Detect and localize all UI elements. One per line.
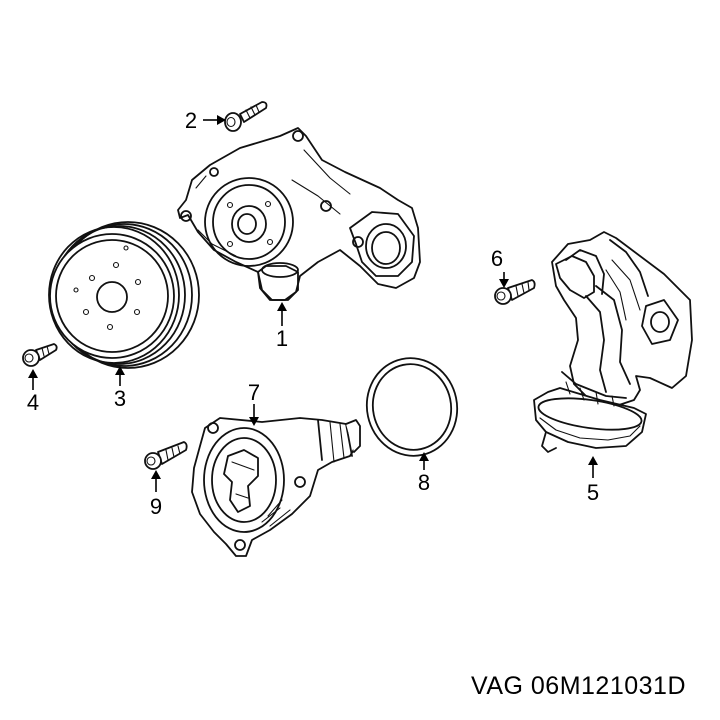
thermostat-housing-part-7 xyxy=(191,417,361,557)
part-number-caption: VAG 06M121031D xyxy=(471,672,686,700)
callout-labels: 2 1 3 4 6 7 8 9 5 xyxy=(27,108,599,519)
bolt-part-4 xyxy=(22,343,58,367)
bolt-part-9 xyxy=(144,441,188,470)
arrowhead-8 xyxy=(419,452,429,461)
o-ring-part-8 xyxy=(365,357,459,457)
callout-1: 1 xyxy=(276,326,288,351)
arrowhead-6 xyxy=(499,279,509,288)
arrowhead-4 xyxy=(28,369,38,378)
callout-3: 3 xyxy=(114,386,126,411)
arrowhead-3 xyxy=(115,366,125,375)
callout-5: 5 xyxy=(587,480,599,505)
callout-6: 6 xyxy=(491,246,503,271)
callout-2: 2 xyxy=(185,108,197,133)
callout-8: 8 xyxy=(418,470,430,495)
thermostat-outlet-part-5 xyxy=(533,231,693,453)
leader-lines xyxy=(28,115,598,492)
bolt-part-6 xyxy=(494,279,536,305)
callout-7: 7 xyxy=(248,380,260,405)
water-pump-part-1 xyxy=(177,127,421,301)
arrowhead-9 xyxy=(151,470,161,479)
callout-9: 9 xyxy=(150,494,162,519)
callout-4: 4 xyxy=(27,390,39,415)
arrowhead-2 xyxy=(217,115,226,125)
pulley-part-3 xyxy=(48,221,200,369)
arrowhead-5 xyxy=(588,456,598,465)
arrowhead-1 xyxy=(277,302,287,311)
arrowhead-7 xyxy=(249,417,259,426)
bolt-part-2 xyxy=(224,101,268,132)
